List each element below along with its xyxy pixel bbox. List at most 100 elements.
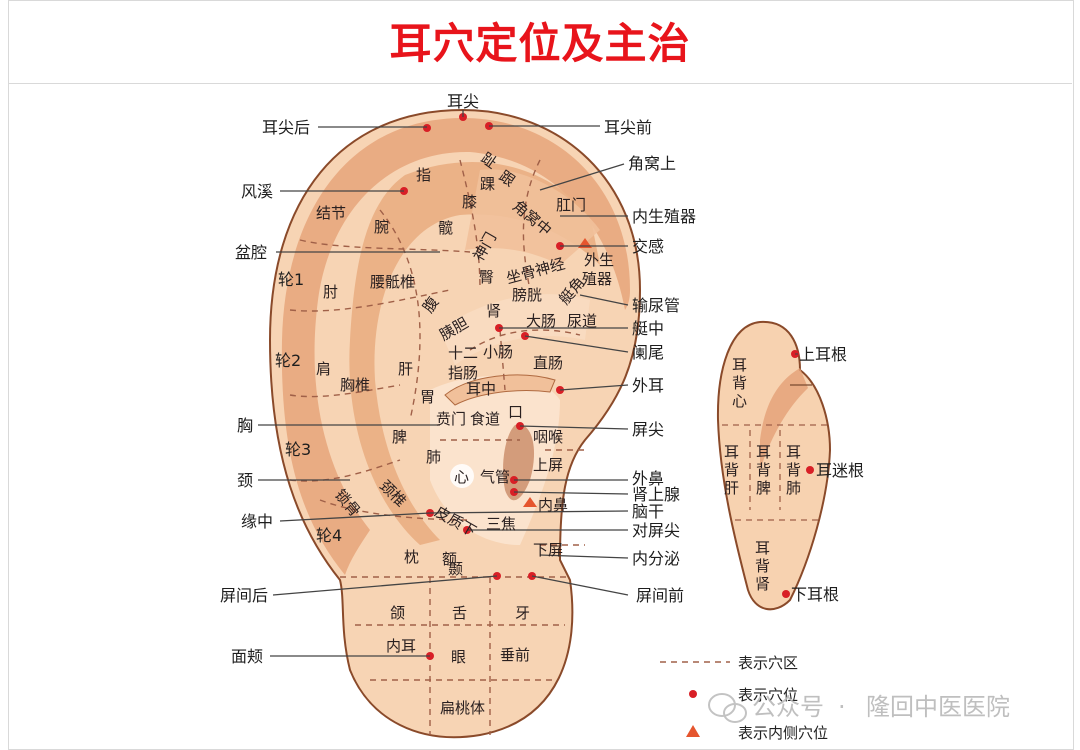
label-erjian: 耳尖 xyxy=(447,92,479,111)
label-erbeixin-1: 耳 xyxy=(732,356,747,374)
label-shuniaoguan: 输尿管 xyxy=(632,296,680,315)
helix-band xyxy=(281,118,630,575)
label-niaodao: 尿道 xyxy=(567,312,597,330)
label-zhou: 肘 xyxy=(323,283,338,301)
label-shangergen: 上耳根 xyxy=(799,345,847,364)
label-xiong: 胸 xyxy=(237,416,253,435)
label-jing: 颈 xyxy=(237,471,253,490)
legend-inner-label: 表示内侧穴位 xyxy=(738,724,828,742)
label-pingjian: 屏尖 xyxy=(632,420,664,439)
legend-point-swatch xyxy=(689,690,697,698)
label-jian: 肩 xyxy=(316,360,331,378)
label-erbeixin-2: 背 xyxy=(732,374,747,392)
label-wei: 胃 xyxy=(420,388,435,406)
label-zhichang: 指肠 xyxy=(448,364,478,382)
label-pingjianhou: 屏间后 xyxy=(220,586,268,605)
label-xiaping: 下屏 xyxy=(533,541,563,559)
label-zhichang2: 直肠 xyxy=(533,354,563,372)
label-erbeipi-1: 耳 xyxy=(756,443,771,461)
diagram-title: 耳穴定位及主治 xyxy=(389,19,691,68)
inner-point-neibi xyxy=(523,497,537,507)
watermark: 公众号 · 隆回中医医院 xyxy=(708,693,1010,723)
label-pingjianqian: 屏间前 xyxy=(636,586,684,605)
label-fengxi: 风溪 xyxy=(241,182,273,201)
label-benmen: 贲门 xyxy=(436,410,466,428)
label-wan: 腕 xyxy=(374,218,389,236)
label-waier: 外耳 xyxy=(632,376,664,395)
point-xiaergen xyxy=(782,590,790,598)
label-lun2: 轮2 xyxy=(275,351,301,370)
label-jiaowoshang: 角窝上 xyxy=(628,154,676,173)
wechat-icon xyxy=(708,693,747,723)
watermark-sep: · xyxy=(838,693,846,721)
leader-lines xyxy=(258,110,629,657)
label-neier: 内耳 xyxy=(386,637,416,655)
label-shen: 肾 xyxy=(486,302,501,320)
label-xiaochang: 小肠 xyxy=(483,343,513,361)
heart-zone xyxy=(450,464,474,488)
label-shenshangxian: 肾上腺 xyxy=(632,485,680,504)
label-erjianqian: 耳尖前 xyxy=(604,118,652,137)
ear-back-zones xyxy=(722,424,828,521)
label-erbeipi-3: 脾 xyxy=(756,479,771,497)
label-zhi: 指 xyxy=(416,166,431,184)
ear-back-ridge xyxy=(760,368,808,470)
watermark-name: 隆回中医医院 xyxy=(866,693,1010,721)
label-erbeishen-1: 耳 xyxy=(755,539,770,557)
legend: 表示穴区 表示穴位 表示内侧穴位 xyxy=(660,654,828,742)
label-erbeipi-2: 背 xyxy=(756,461,771,479)
label-lun3: 轮3 xyxy=(285,440,311,459)
label-erbeifei-3: 肺 xyxy=(786,479,801,497)
label-e: 额 xyxy=(442,550,457,568)
watermark-brand: 公众号 xyxy=(752,693,824,721)
label-lun4: 轮4 xyxy=(316,526,342,545)
label-kuan: 髋 xyxy=(438,219,453,237)
label-jiejie: 结节 xyxy=(316,204,346,222)
label-yanhou: 咽喉 xyxy=(533,428,563,446)
antihelix-ridge xyxy=(349,162,600,545)
outer-labels: 耳尖 耳尖后 耳尖前 角窝上 风溪 内生殖器 盆腔 交感 外生 殖器 轮1 输尿… xyxy=(220,92,696,666)
label-huai: 踝 xyxy=(480,175,495,193)
label-erjianhou: 耳尖后 xyxy=(262,118,310,137)
label-duipingjian: 对屏尖 xyxy=(632,521,680,540)
label-erbeixin-3: 心 xyxy=(732,392,747,410)
label-neibi: 内鼻 xyxy=(538,496,568,514)
label-erbeigan-3: 肝 xyxy=(724,479,739,497)
label-nie: 颞 xyxy=(448,560,463,578)
label-neishengzhiqi: 内生殖器 xyxy=(632,207,696,226)
label-waisheng-2: 殖器 xyxy=(582,270,612,288)
label-neifenmi: 内分泌 xyxy=(632,549,680,568)
label-naogan: 脑干 xyxy=(632,502,664,521)
label-erbeishen-2: 背 xyxy=(755,557,770,575)
label-pi: 脾 xyxy=(392,428,407,446)
label-ya: 牙 xyxy=(515,604,530,622)
triangular-fossa xyxy=(465,169,600,265)
label-sanjiao: 三焦 xyxy=(486,515,516,533)
cymba-concha xyxy=(440,294,590,365)
label-dachang: 大肠 xyxy=(526,312,556,330)
label-penqiang: 盆腔 xyxy=(235,243,267,262)
label-waibi: 外鼻 xyxy=(632,469,664,488)
label-xin: 心 xyxy=(454,468,469,486)
label-he: 颌 xyxy=(390,604,405,622)
label-yuanzhong: 缘中 xyxy=(241,512,273,531)
legend-point-label: 表示穴位 xyxy=(738,686,798,704)
label-erbeifei-1: 耳 xyxy=(786,443,801,461)
header-divider xyxy=(8,83,1072,84)
label-yan: 眼 xyxy=(451,648,466,666)
helix-crus xyxy=(444,374,556,406)
label-gangmen: 肛门 xyxy=(556,196,586,214)
label-erbeishen-3: 肾 xyxy=(755,575,770,593)
label-she: 舌 xyxy=(452,604,467,622)
label-shangping: 上屏 xyxy=(533,456,563,474)
label-lun1: 轮1 xyxy=(278,270,304,289)
legend-zone-label: 表示穴区 xyxy=(738,654,798,672)
label-yaodizhui: 腰骶椎 xyxy=(370,273,415,291)
label-fei: 肺 xyxy=(426,448,441,466)
label-tun: 臀 xyxy=(479,268,494,286)
point-ermigen xyxy=(806,466,814,474)
legend-inner-swatch xyxy=(686,725,700,737)
label-shier: 十二 xyxy=(448,344,478,362)
label-ermigen: 耳迷根 xyxy=(816,461,864,480)
